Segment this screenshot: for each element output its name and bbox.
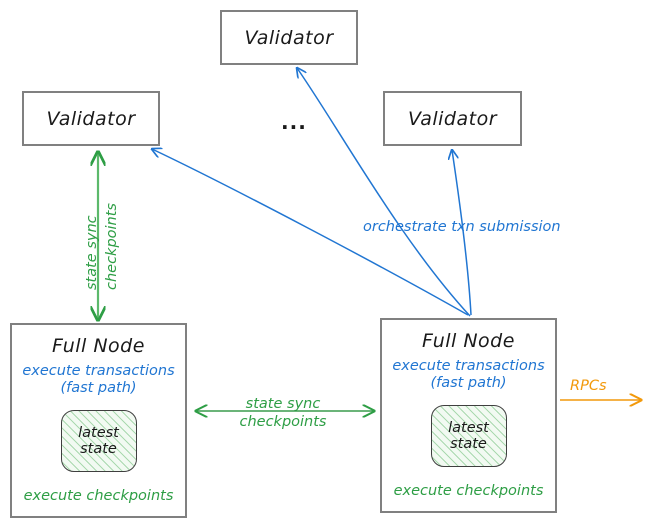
- rpcs-label: RPCs: [570, 378, 607, 394]
- validator-top-box[interactable]: Validator: [220, 10, 358, 65]
- full-node-left-state-line1: latest: [78, 425, 119, 442]
- full-node-left-box[interactable]: Full Node execute transactions (fast pat…: [10, 323, 187, 518]
- full-node-right-box[interactable]: Full Node execute transactions (fast pat…: [380, 318, 557, 513]
- state-sync-vertical-label-line1: state sync: [84, 215, 100, 290]
- full-node-right-green-line: execute checkpoints: [393, 483, 544, 500]
- full-node-right-latest-state-box[interactable]: latest state: [430, 405, 507, 468]
- full-node-left-latest-state-box[interactable]: latest state: [60, 410, 137, 473]
- validators-ellipsis: ...: [281, 110, 307, 134]
- full-node-right-title: Full Node: [422, 330, 515, 352]
- full-node-left-state-line2: state: [80, 441, 117, 458]
- full-node-left-title: Full Node: [52, 335, 145, 357]
- full-node-right-blue-line1: execute transactions: [392, 358, 545, 374]
- validator-left-box[interactable]: Validator: [22, 91, 160, 146]
- state-sync-vertical-label-line2: checkpoints: [104, 203, 120, 290]
- validator-right-box[interactable]: Validator: [383, 91, 522, 146]
- state-sync-middle-label-line2: checkpoints: [239, 414, 327, 430]
- full-node-right-blue-line2: (fast path): [430, 374, 507, 391]
- edge-fullnode-to-validator-right: [452, 150, 472, 316]
- edge-fullnode-to-validator-left: [152, 149, 469, 316]
- full-node-left-blue-line2: (fast path): [60, 379, 137, 396]
- full-node-left-blue-line1: execute transactions: [22, 363, 175, 379]
- edge-fullnode-to-validator-top: [297, 68, 471, 317]
- full-node-right-state-line1: latest: [448, 420, 489, 437]
- full-node-right-state-line2: state: [450, 436, 487, 453]
- state-sync-middle-label-line1: state sync: [245, 396, 321, 412]
- validator-left-label: Validator: [46, 107, 136, 130]
- validator-right-label: Validator: [407, 107, 498, 130]
- validator-top-label: Validator: [244, 26, 334, 49]
- full-node-left-green-line: execute checkpoints: [23, 488, 174, 505]
- orchestrate-txn-submission-label: orchestrate txn submission: [363, 219, 561, 235]
